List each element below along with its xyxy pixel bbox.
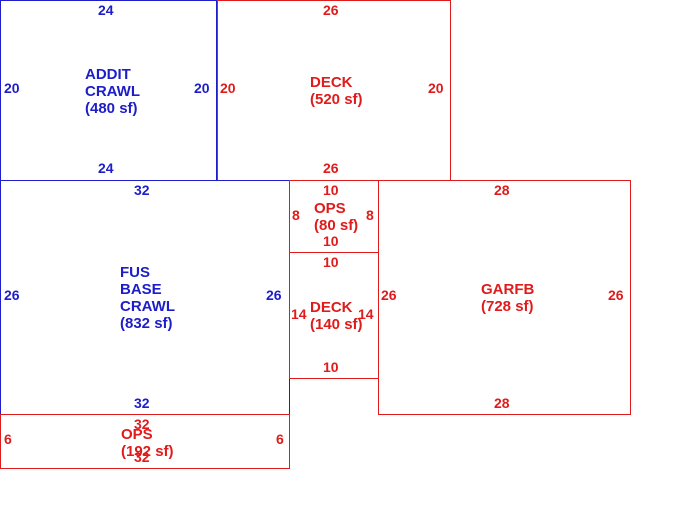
fus-base-crawl-dim-bottom: 32 <box>134 395 150 411</box>
ops-bottom-dim-top: 32 <box>134 416 150 432</box>
ops-bottom-dim-right: 6 <box>276 431 284 447</box>
fus-base-crawl-dim-top: 32 <box>134 182 150 198</box>
addit-crawl-area-label: (480 sf) <box>85 100 138 117</box>
deck-small-area-label: (140 sf) <box>310 316 363 333</box>
garfb-dim-top: 28 <box>494 182 510 198</box>
garfb-area <box>378 180 631 415</box>
deck-small-dim-left: 14 <box>291 306 307 322</box>
addit-crawl-dim-left: 20 <box>4 80 20 96</box>
fus-base-crawl-area-label: (832 sf) <box>120 315 173 332</box>
ops-bottom-dim-left: 6 <box>4 431 12 447</box>
ops-bottom-name: OPS <box>121 426 153 443</box>
addit-crawl-dim-bottom: 24 <box>98 160 114 176</box>
deck-upper-name: DECK <box>310 74 353 91</box>
addit-crawl-name-line2: CRAWL <box>85 83 140 100</box>
garfb-name: GARFB <box>481 281 535 298</box>
ops-bottom-area <box>0 414 290 469</box>
fus-base-crawl-dim-left: 26 <box>4 287 20 303</box>
deck-upper-area-label: (520 sf) <box>310 91 363 108</box>
ops-small-dim-bottom: 10 <box>323 233 339 249</box>
deck-small-dim-right: 14 <box>358 306 374 322</box>
garfb-dim-left: 26 <box>381 287 397 303</box>
ops-small-dim-top: 10 <box>323 182 339 198</box>
ops-bottom-dim-bottom: 32 <box>134 449 150 465</box>
addit-crawl-dim-right: 20 <box>194 80 210 96</box>
fus-base-crawl-dim-right: 26 <box>266 287 282 303</box>
addit-crawl-dim-top: 24 <box>98 2 114 18</box>
deck-small-dim-top: 10 <box>323 254 339 270</box>
garfb-area-label: (728 sf) <box>481 298 534 315</box>
garfb-dim-right: 26 <box>608 287 624 303</box>
ops-small-area-label: (80 sf) <box>314 217 359 234</box>
ops-small-dim-right: 8 <box>366 207 374 223</box>
deck-small-dim-bottom: 10 <box>323 359 339 375</box>
fus-base-crawl-name-line1: FUS <box>120 264 150 281</box>
deck-upper-dim-right: 20 <box>428 80 444 96</box>
ops-bottom-area-label: (192 sf) <box>121 443 174 460</box>
garfb-dim-bottom: 28 <box>494 395 510 411</box>
ops-small-dim-left: 8 <box>292 207 300 223</box>
ops-small-name: OPS <box>314 200 346 217</box>
fus-base-crawl-name-line2: BASE <box>120 281 162 298</box>
deck-upper-dim-bottom: 26 <box>323 160 339 176</box>
addit-crawl-name-line1: ADDIT <box>85 66 131 83</box>
fus-base-crawl-name-line3: CRAWL <box>120 298 175 315</box>
deck-small-name: DECK <box>310 299 353 316</box>
deck-upper-dim-left: 20 <box>220 80 236 96</box>
deck-upper-dim-top: 26 <box>323 2 339 18</box>
